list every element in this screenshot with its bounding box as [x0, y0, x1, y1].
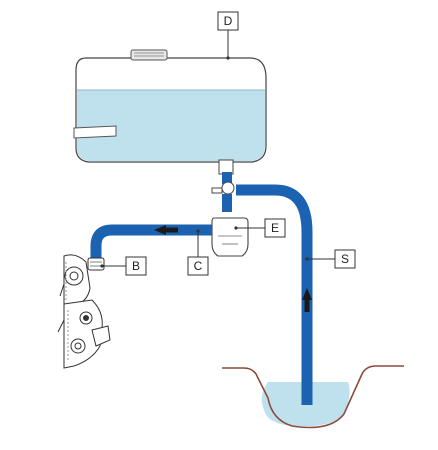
- valve-body: [221, 181, 235, 195]
- callout-suction-hose: S: [305, 249, 356, 269]
- connector: [211, 217, 249, 257]
- tank-water: [77, 90, 265, 161]
- tank-outlet: [218, 159, 234, 175]
- connector-body: [211, 217, 249, 257]
- callout-connector: E: [234, 218, 286, 238]
- pump: [57, 254, 111, 369]
- callout-supply-hose: C: [187, 229, 209, 276]
- callout-label-tank: D: [224, 14, 233, 28]
- callout-label-suction-hose: S: [341, 252, 349, 266]
- supply-hose: [90, 224, 212, 262]
- callout-label-pump-inlet: B: [132, 259, 140, 273]
- tank: [73, 49, 267, 175]
- ground-line: [222, 365, 404, 429]
- filler-cap-grip: [134, 52, 164, 57]
- pump-inlet-fitting: [87, 257, 105, 271]
- arrow-left-icon: [154, 225, 178, 235]
- valve-lever: [211, 187, 223, 194]
- arrow-up-icon: [302, 288, 312, 312]
- suction-hose: [236, 184, 313, 405]
- valve-to-connector-hose: [222, 194, 232, 212]
- valve-assembly: [211, 172, 235, 212]
- outlet-hose-segment: [222, 172, 232, 184]
- filler-cap: [130, 49, 168, 61]
- callout-label-connector: E: [271, 221, 279, 235]
- tank-level-tab: [73, 125, 117, 139]
- callout-label-supply-hose: C: [194, 259, 203, 273]
- callout-pump-inlet: B: [100, 256, 147, 276]
- callout-tank: D: [217, 11, 239, 60]
- reservoir: [222, 365, 404, 429]
